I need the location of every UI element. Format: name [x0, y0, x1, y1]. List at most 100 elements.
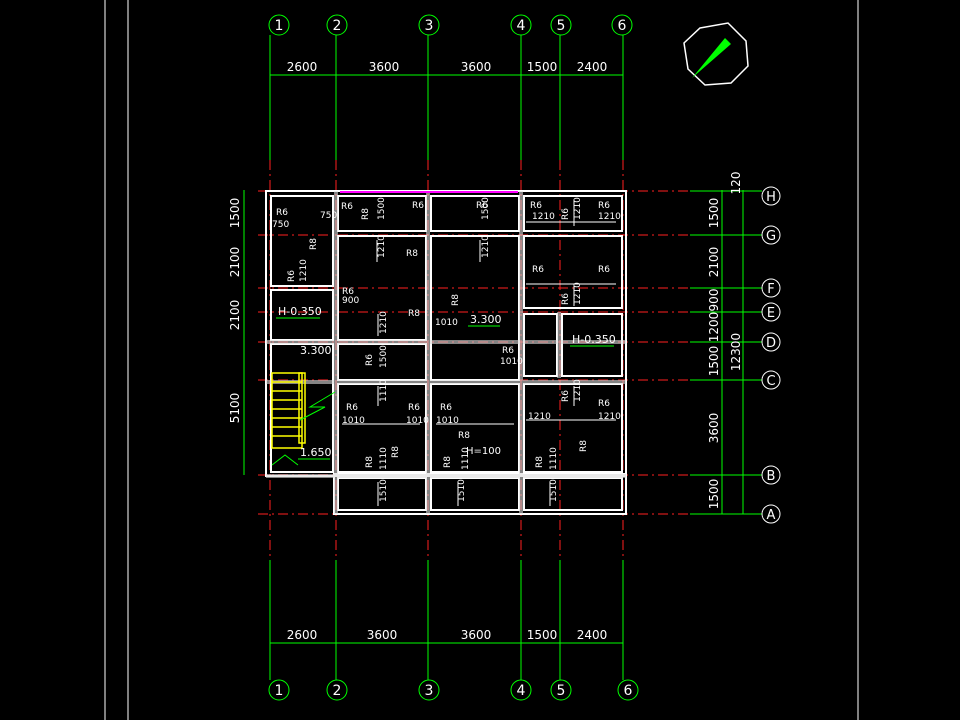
- svg-text:R6: R6: [530, 201, 542, 211]
- svg-text:1210: 1210: [573, 282, 583, 305]
- right-dim-1500c: 1500: [707, 479, 721, 510]
- svg-text:R6: R6: [502, 346, 514, 356]
- svg-text:2: 2: [333, 683, 342, 699]
- axis-bubble-bottom-3: 3: [418, 679, 440, 701]
- svg-text:3: 3: [425, 18, 434, 34]
- svg-text:1500: 1500: [481, 197, 491, 220]
- bottom-dim-1: 2600: [287, 628, 318, 642]
- axis-bubble-top-1: 1: [268, 14, 290, 36]
- svg-text:1210: 1210: [481, 235, 491, 258]
- svg-text:R6: R6: [346, 403, 358, 413]
- svg-text:R6: R6: [365, 354, 375, 366]
- right-dim-1500b: 1500: [707, 346, 721, 377]
- right-dim-2100: 2100: [707, 247, 721, 278]
- svg-text:1010: 1010: [500, 357, 523, 367]
- axis-bubble-top-6: 6: [611, 14, 633, 36]
- svg-text:R8: R8: [365, 456, 375, 468]
- svg-text:1010: 1010: [435, 318, 458, 328]
- svg-text:1510: 1510: [549, 479, 559, 502]
- left-dim-2100b: 2100: [228, 300, 242, 331]
- axis-bubble-A: A: [761, 504, 781, 524]
- svg-text:2: 2: [333, 18, 342, 34]
- svg-text:R6: R6: [598, 201, 610, 211]
- axis-bubble-top-5: 5: [550, 14, 572, 36]
- svg-text:R6: R6: [287, 270, 297, 282]
- axis-bubble-top-2: 2: [326, 14, 348, 36]
- svg-text:R6: R6: [440, 403, 452, 413]
- svg-text:R6: R6: [561, 390, 571, 402]
- axis-bubble-top-3: 3: [418, 14, 440, 36]
- svg-text:1010: 1010: [406, 416, 429, 426]
- svg-text:R8: R8: [458, 431, 470, 441]
- svg-text:R6: R6: [412, 201, 424, 211]
- bottom-dim-3: 3600: [461, 628, 492, 642]
- axis-bubble-bottom-4: 4: [510, 679, 532, 701]
- svg-text:F: F: [767, 282, 774, 297]
- north-arrow-icon: [683, 22, 749, 86]
- elevation-stair-top: 3.300: [300, 344, 332, 357]
- svg-text:R8: R8: [443, 456, 453, 468]
- top-dim-5: 2400: [577, 60, 608, 74]
- left-dim-5100: 5100: [228, 393, 242, 424]
- right-dim-900: 900: [707, 289, 721, 312]
- svg-text:1: 1: [275, 18, 284, 34]
- svg-text:1210: 1210: [573, 197, 583, 220]
- top-dim-2: 3600: [369, 60, 400, 74]
- left-dim-2100a: 2100: [228, 247, 242, 278]
- svg-text:1500: 1500: [377, 197, 387, 220]
- bottom-dim-4: 1500: [527, 628, 558, 642]
- svg-text:1110: 1110: [549, 447, 559, 470]
- svg-text:G: G: [766, 229, 776, 244]
- svg-text:1210: 1210: [528, 412, 551, 422]
- svg-text:R8: R8: [391, 446, 401, 458]
- axis-bubble-bottom-1: 1: [268, 679, 290, 701]
- svg-text:1210: 1210: [598, 412, 621, 422]
- svg-text:R6: R6: [476, 201, 488, 211]
- svg-text:R6: R6: [276, 208, 288, 218]
- right-dim-1500a: 1500: [707, 198, 721, 229]
- svg-text:1110: 1110: [379, 379, 389, 402]
- svg-text:R6: R6: [408, 403, 420, 413]
- svg-text:1510: 1510: [457, 479, 467, 502]
- rebar-ticks: [342, 200, 616, 506]
- top-dim-3: 3600: [461, 60, 492, 74]
- svg-text:R8: R8: [408, 309, 420, 319]
- svg-text:R6: R6: [598, 399, 610, 409]
- svg-text:1210: 1210: [377, 235, 387, 258]
- axis-bubble-D: D: [761, 332, 781, 352]
- svg-text:5: 5: [557, 18, 566, 34]
- wall-bands: [266, 191, 626, 514]
- left-dim-1500: 1500: [228, 198, 242, 229]
- elevation-left-top: H-0.350: [278, 305, 322, 318]
- top-dim-1: 2600: [287, 60, 318, 74]
- rebar-labels: R6 R6 R6 R6 R6 R6 R8 R6 R6 R6 R8 R6 R6 R…: [272, 201, 621, 441]
- svg-text:1110: 1110: [379, 447, 389, 470]
- svg-text:R6: R6: [561, 208, 571, 220]
- stair-icon: [271, 372, 306, 449]
- axis-bubble-C: C: [761, 370, 781, 390]
- bottom-dim-2: 3600: [367, 628, 398, 642]
- axis-bubble-bottom-6: 6: [617, 679, 639, 701]
- svg-text:6: 6: [624, 683, 633, 699]
- svg-text:900: 900: [342, 296, 359, 306]
- svg-text:H: H: [766, 190, 776, 205]
- svg-text:R8: R8: [406, 249, 418, 259]
- svg-text:1510: 1510: [379, 479, 389, 502]
- axis-bubble-bottom-5: 5: [550, 679, 572, 701]
- svg-text:6: 6: [618, 18, 627, 34]
- elevation-lower-mid: H=100: [466, 446, 501, 457]
- svg-text:750: 750: [272, 220, 289, 230]
- svg-text:4: 4: [517, 18, 526, 34]
- svg-text:R6: R6: [342, 287, 354, 297]
- svg-text:1110: 1110: [461, 447, 471, 470]
- svg-text:3: 3: [425, 683, 434, 699]
- axis-bubble-E: E: [761, 302, 781, 322]
- right-dim-total: 12300: [729, 333, 743, 371]
- svg-text:R6: R6: [341, 202, 353, 212]
- svg-text:1210: 1210: [532, 212, 555, 222]
- svg-text:5: 5: [557, 683, 566, 699]
- elevation-stair-bottom: 1.650: [300, 446, 332, 459]
- svg-text:R8: R8: [361, 208, 371, 220]
- svg-text:C: C: [766, 374, 775, 389]
